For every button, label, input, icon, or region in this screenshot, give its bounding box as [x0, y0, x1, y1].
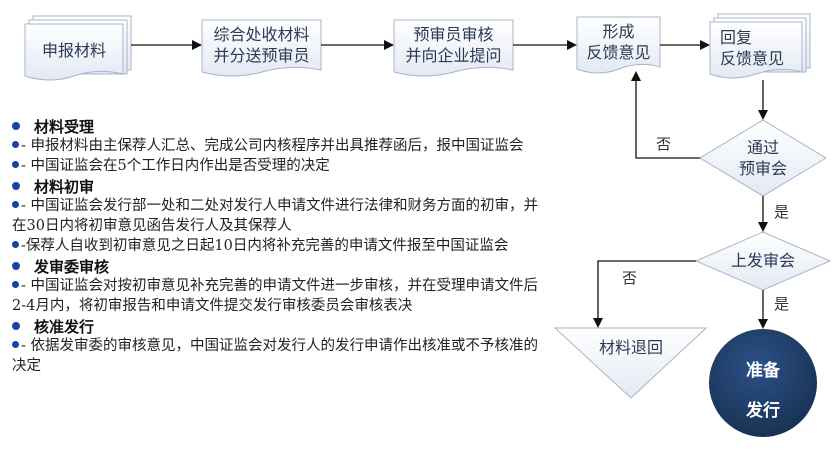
note-text: - 依据发审委的审核意见，中国证监会对发行人的发行申请作出核准或不予核准的决定	[12, 338, 539, 374]
process-notes: 材料受理 - 申报材料由主保荐人汇总、完成公司内核程序并出具推荐函后，报中国证监…	[12, 116, 542, 376]
section-title: 材料受理	[34, 117, 95, 136]
node-collect-label: 综合处收材料 并分送预审员	[213, 25, 310, 65]
approved-circle	[709, 329, 817, 437]
feedback-box	[576, 16, 661, 74]
bullet-icon	[12, 182, 20, 190]
bullet-icon	[12, 201, 19, 208]
bullet-icon	[12, 122, 20, 130]
returned-triangle	[553, 327, 708, 399]
section-approval: 核准发行 - 依据发审委的审核意见，中国证监会对发行人的发行申请作出核准或不予核…	[12, 316, 542, 376]
bullet-icon	[12, 161, 19, 168]
edge-label-pass-no: 否	[656, 135, 672, 153]
bullet-icon	[12, 281, 19, 288]
note-text: - 中国证监会发行部一处和二处对发行人申请文件进行法律和财务方面的初审，并在30…	[12, 198, 539, 234]
section-acceptance: 材料受理 - 申报材料由主保荐人汇总、完成公司内核程序并出具推荐函后，报中国证监…	[12, 116, 542, 176]
section-title: 材料初审	[34, 177, 95, 196]
note-item: -保荐人自收到初审意见之日起10日内将补充完善的申请文件报至中国证监会	[12, 236, 542, 256]
bullet-icon	[12, 141, 19, 148]
node-pass-label: 通过 预审会	[738, 138, 787, 178]
node-committee-label: 上发审会	[730, 251, 795, 270]
note-text: - 中国证监会对按初审意见补充完善的申请文件进一步审核，并在受理申请文件后2-4…	[12, 278, 539, 314]
section-title: 发审委审核	[34, 257, 110, 276]
node-reply-label: 回复 反馈意见	[720, 28, 785, 68]
node-approved-label-2: 发行	[746, 401, 780, 421]
apply-doc-stack	[24, 15, 132, 81]
note-text: - 中国证监会在5个工作日内作出是否受理的决定	[21, 158, 330, 174]
bullet-icon	[12, 241, 19, 248]
bullet-icon	[12, 322, 20, 330]
note-item: - 中国证监会在5个工作日内作出是否受理的决定	[12, 156, 542, 176]
section-title: 核准发行	[34, 317, 95, 336]
note-item: - 依据发审委的审核意见，中国证监会对发行人的发行申请作出核准或不予核准的决定	[12, 336, 542, 376]
collect-box	[201, 19, 322, 77]
edge-label-committee-no: 否	[622, 269, 638, 287]
node-feedback-label: 形成 反馈意见	[586, 22, 651, 62]
edge-label-pass-yes: 是	[774, 203, 790, 221]
bullet-icon	[12, 262, 20, 270]
arrow-committee-no-to-returned	[593, 260, 696, 328]
note-item: - 中国证监会对按初审意见补充完善的申请文件进一步审核，并在受理申请文件后2-4…	[12, 276, 542, 316]
review-box	[393, 19, 514, 77]
node-returned-label: 材料退回	[598, 338, 663, 357]
reply-doc-stack	[709, 13, 811, 79]
node-approved-label-1: 准备	[746, 361, 780, 381]
node-apply-label: 申报材料	[41, 41, 106, 60]
section-preliminary-review: 材料初审 - 中国证监会发行部一处和二处对发行人申请文件进行法律和财务方面的初审…	[12, 176, 542, 256]
note-text: - 申报材料由主保荐人汇总、完成公司内核程序并出具推荐函后，报中国证监会	[21, 138, 524, 154]
bullet-icon	[12, 341, 19, 348]
node-review-label: 预审员审核 并向企业提问	[405, 25, 502, 65]
edge-label-committee-yes: 是	[774, 295, 790, 313]
note-text: -保荐人自收到初审意见之日起10日内将补充完善的申请文件报至中国证监会	[21, 238, 509, 254]
section-committee-review: 发审委审核 - 中国证监会对按初审意见补充完善的申请文件进一步审核，并在受理申请…	[12, 256, 542, 316]
note-item: - 中国证监会发行部一处和二处对发行人申请文件进行法律和财务方面的初审，并在30…	[12, 196, 542, 236]
note-item: - 申报材料由主保荐人汇总、完成公司内核程序并出具推荐函后，报中国证监会	[12, 136, 542, 156]
arrow-pass-no-to-feedback	[631, 71, 700, 159]
